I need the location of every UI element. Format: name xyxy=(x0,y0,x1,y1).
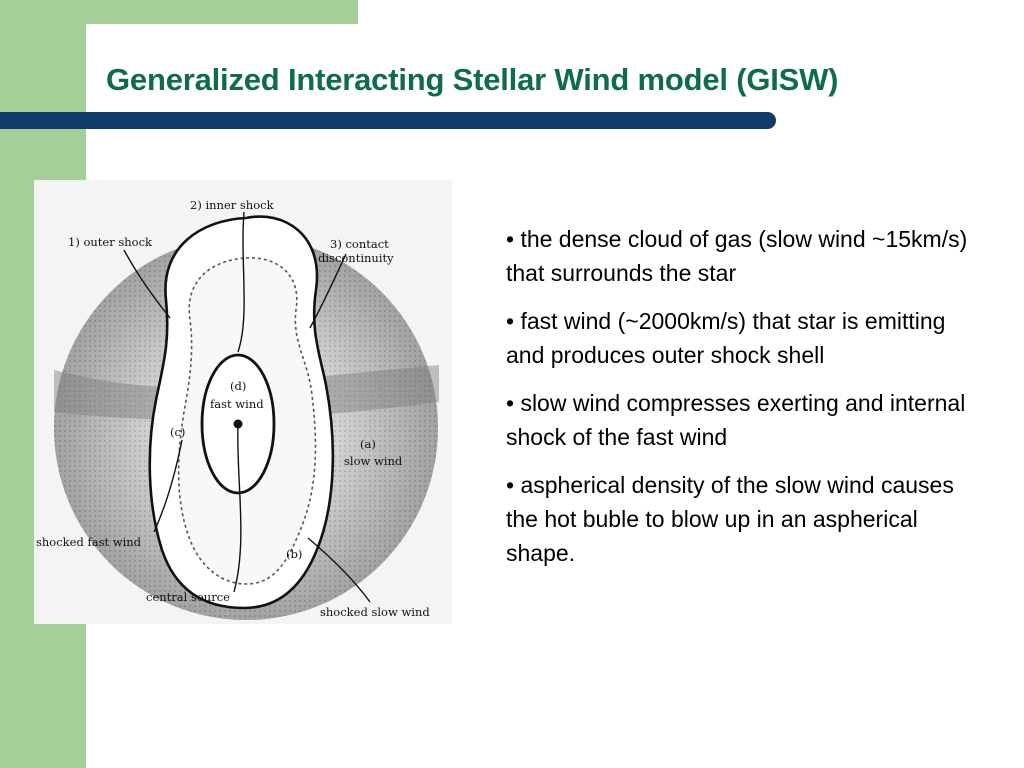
bullet-item: • slow wind compresses exerting and inte… xyxy=(506,390,966,450)
label-inner-shock: 2) inner shock xyxy=(190,198,275,212)
label-contact: 3) contact xyxy=(330,237,389,251)
title-underline-bar xyxy=(0,112,776,129)
label-central-source: central source xyxy=(146,590,230,604)
label-discontinuity: discontinuity xyxy=(318,251,394,265)
rounded-corner xyxy=(86,24,126,64)
label-outer-shock: 1) outer shock xyxy=(68,235,153,249)
bullet-list: • the dense cloud of gas (slow wind ~15k… xyxy=(506,222,976,584)
label-fast-wind: fast wind xyxy=(210,397,264,411)
pointer-arrows xyxy=(123,211,371,603)
label-d: (d) xyxy=(230,379,246,393)
label-shocked-fast-wind: shocked fast wind xyxy=(36,535,142,549)
bullet-item: • fast wind (~2000km/s) that star is emi… xyxy=(506,308,946,368)
gisw-diagram-svg: 2) inner shock 1) outer shock 3) contact… xyxy=(34,180,452,624)
slide-title: Generalized Interacting Stellar Wind mod… xyxy=(106,62,839,97)
label-b: (b) xyxy=(286,547,302,561)
label-slow-wind: slow wind xyxy=(344,454,403,468)
bullet-item: • aspherical density of the slow wind ca… xyxy=(506,472,954,566)
label-c: (c) xyxy=(170,425,185,439)
label-shocked-slow-wind: shocked slow wind xyxy=(320,605,430,619)
top-accent-band xyxy=(86,0,358,24)
label-a: (a) xyxy=(360,437,376,451)
bullet-item: • the dense cloud of gas (slow wind ~15k… xyxy=(506,226,968,286)
gisw-diagram: 2) inner shock 1) outer shock 3) contact… xyxy=(34,180,452,624)
